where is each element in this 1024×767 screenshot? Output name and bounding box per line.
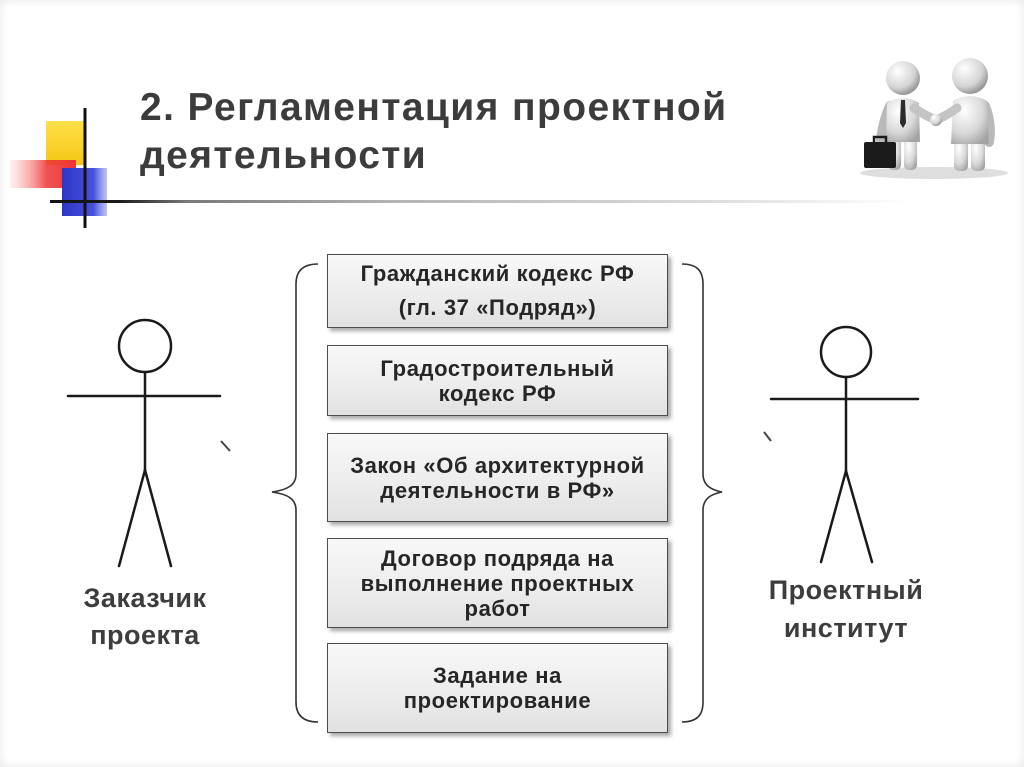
document-box-architecture-law: Закон «Об архитектурной деятельности в Р… (327, 433, 668, 522)
customer-label-line-2: проекта (45, 617, 245, 654)
document-line: деятельности в РФ» (380, 478, 614, 503)
left-tick-mark (221, 441, 230, 451)
document-line: проектирование (404, 688, 592, 713)
contractor-left-leg (821, 471, 846, 562)
contractor-right-leg (846, 471, 872, 562)
document-box-civil-code: Гражданский кодекс РФ (гл. 37 «Подряд») (327, 254, 668, 328)
document-line: (гл. 37 «Подряд») (399, 291, 597, 325)
customer-label: Заказчик проекта (45, 580, 245, 654)
document-box-design-assignment: Задание на проектирование (327, 643, 668, 733)
customer-head (119, 320, 171, 372)
document-line: Градостроительный (380, 356, 614, 381)
document-line: Договор подряда на (381, 546, 614, 571)
document-line: Задание на (433, 663, 562, 688)
customer-stick-figure-icon (68, 320, 220, 566)
contractor-stick-figure-icon (771, 327, 918, 562)
document-line: работ (465, 596, 531, 621)
document-line: Закон «Об архитектурной (350, 453, 645, 478)
customer-label-line-1: Заказчик (45, 580, 245, 617)
right-tick-mark (764, 432, 771, 441)
customer-left-leg (119, 470, 145, 566)
document-line: выполнение проектных (361, 571, 635, 596)
contractor-label-line-2: институт (746, 609, 946, 647)
contractor-head (821, 327, 871, 377)
contractor-label-line-1: Проектный (746, 571, 946, 609)
document-box-urban-code: Градостроительный кодекс РФ (327, 345, 668, 416)
document-line: Гражданский кодекс РФ (361, 257, 635, 291)
right-brace (682, 264, 722, 722)
document-box-contract: Договор подряда на выполнение проектных … (327, 538, 668, 628)
contractor-label: Проектный институт (746, 571, 946, 647)
customer-right-leg (145, 470, 171, 566)
left-brace (272, 264, 318, 722)
document-line: кодекс РФ (439, 381, 557, 406)
